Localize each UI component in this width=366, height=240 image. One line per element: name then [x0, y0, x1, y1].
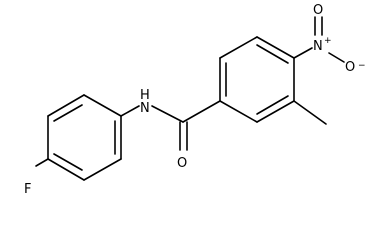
nitro-nitrogen-label: N [313, 39, 323, 54]
nitro-o-charge: − [358, 61, 366, 71]
carbonyl-oxygen-label: O [177, 156, 187, 171]
bond [83, 94, 122, 117]
nitro-oxygen-top-label: O [313, 3, 323, 18]
bond [256, 100, 295, 123]
bond [256, 36, 295, 59]
c-nitro-bond [293, 47, 313, 59]
bond [182, 100, 221, 123]
bond [83, 158, 122, 181]
amide-hydrogen-label: H [140, 88, 150, 103]
bond [219, 36, 258, 59]
nitro-oxygen-side-label: O [345, 60, 355, 75]
bond [47, 94, 85, 117]
ring-n-bond [120, 105, 140, 117]
nitro-n-charge: + [324, 36, 332, 46]
double-bond-inner [256, 44, 289, 64]
n-c-bond [151, 105, 184, 123]
structure-canvas: F N H O N + O [24, 3, 366, 197]
methyl-bond [293, 100, 327, 125]
double-bond-inner [256, 95, 289, 115]
fluorophenyl-ring [47, 94, 122, 181]
double-bond-inner [53, 153, 83, 171]
nitrotoluene-ring [182, 36, 295, 123]
c-f-bond [35, 158, 49, 167]
n-o-single-bond [328, 52, 345, 63]
bond [219, 100, 258, 123]
fluorine-label: F [24, 182, 31, 197]
bond [47, 158, 85, 181]
molecule-diagram: F N H O N + O [24, 3, 366, 197]
amide-nitrogen-label: N [140, 101, 150, 116]
double-bond-inner [53, 104, 83, 122]
